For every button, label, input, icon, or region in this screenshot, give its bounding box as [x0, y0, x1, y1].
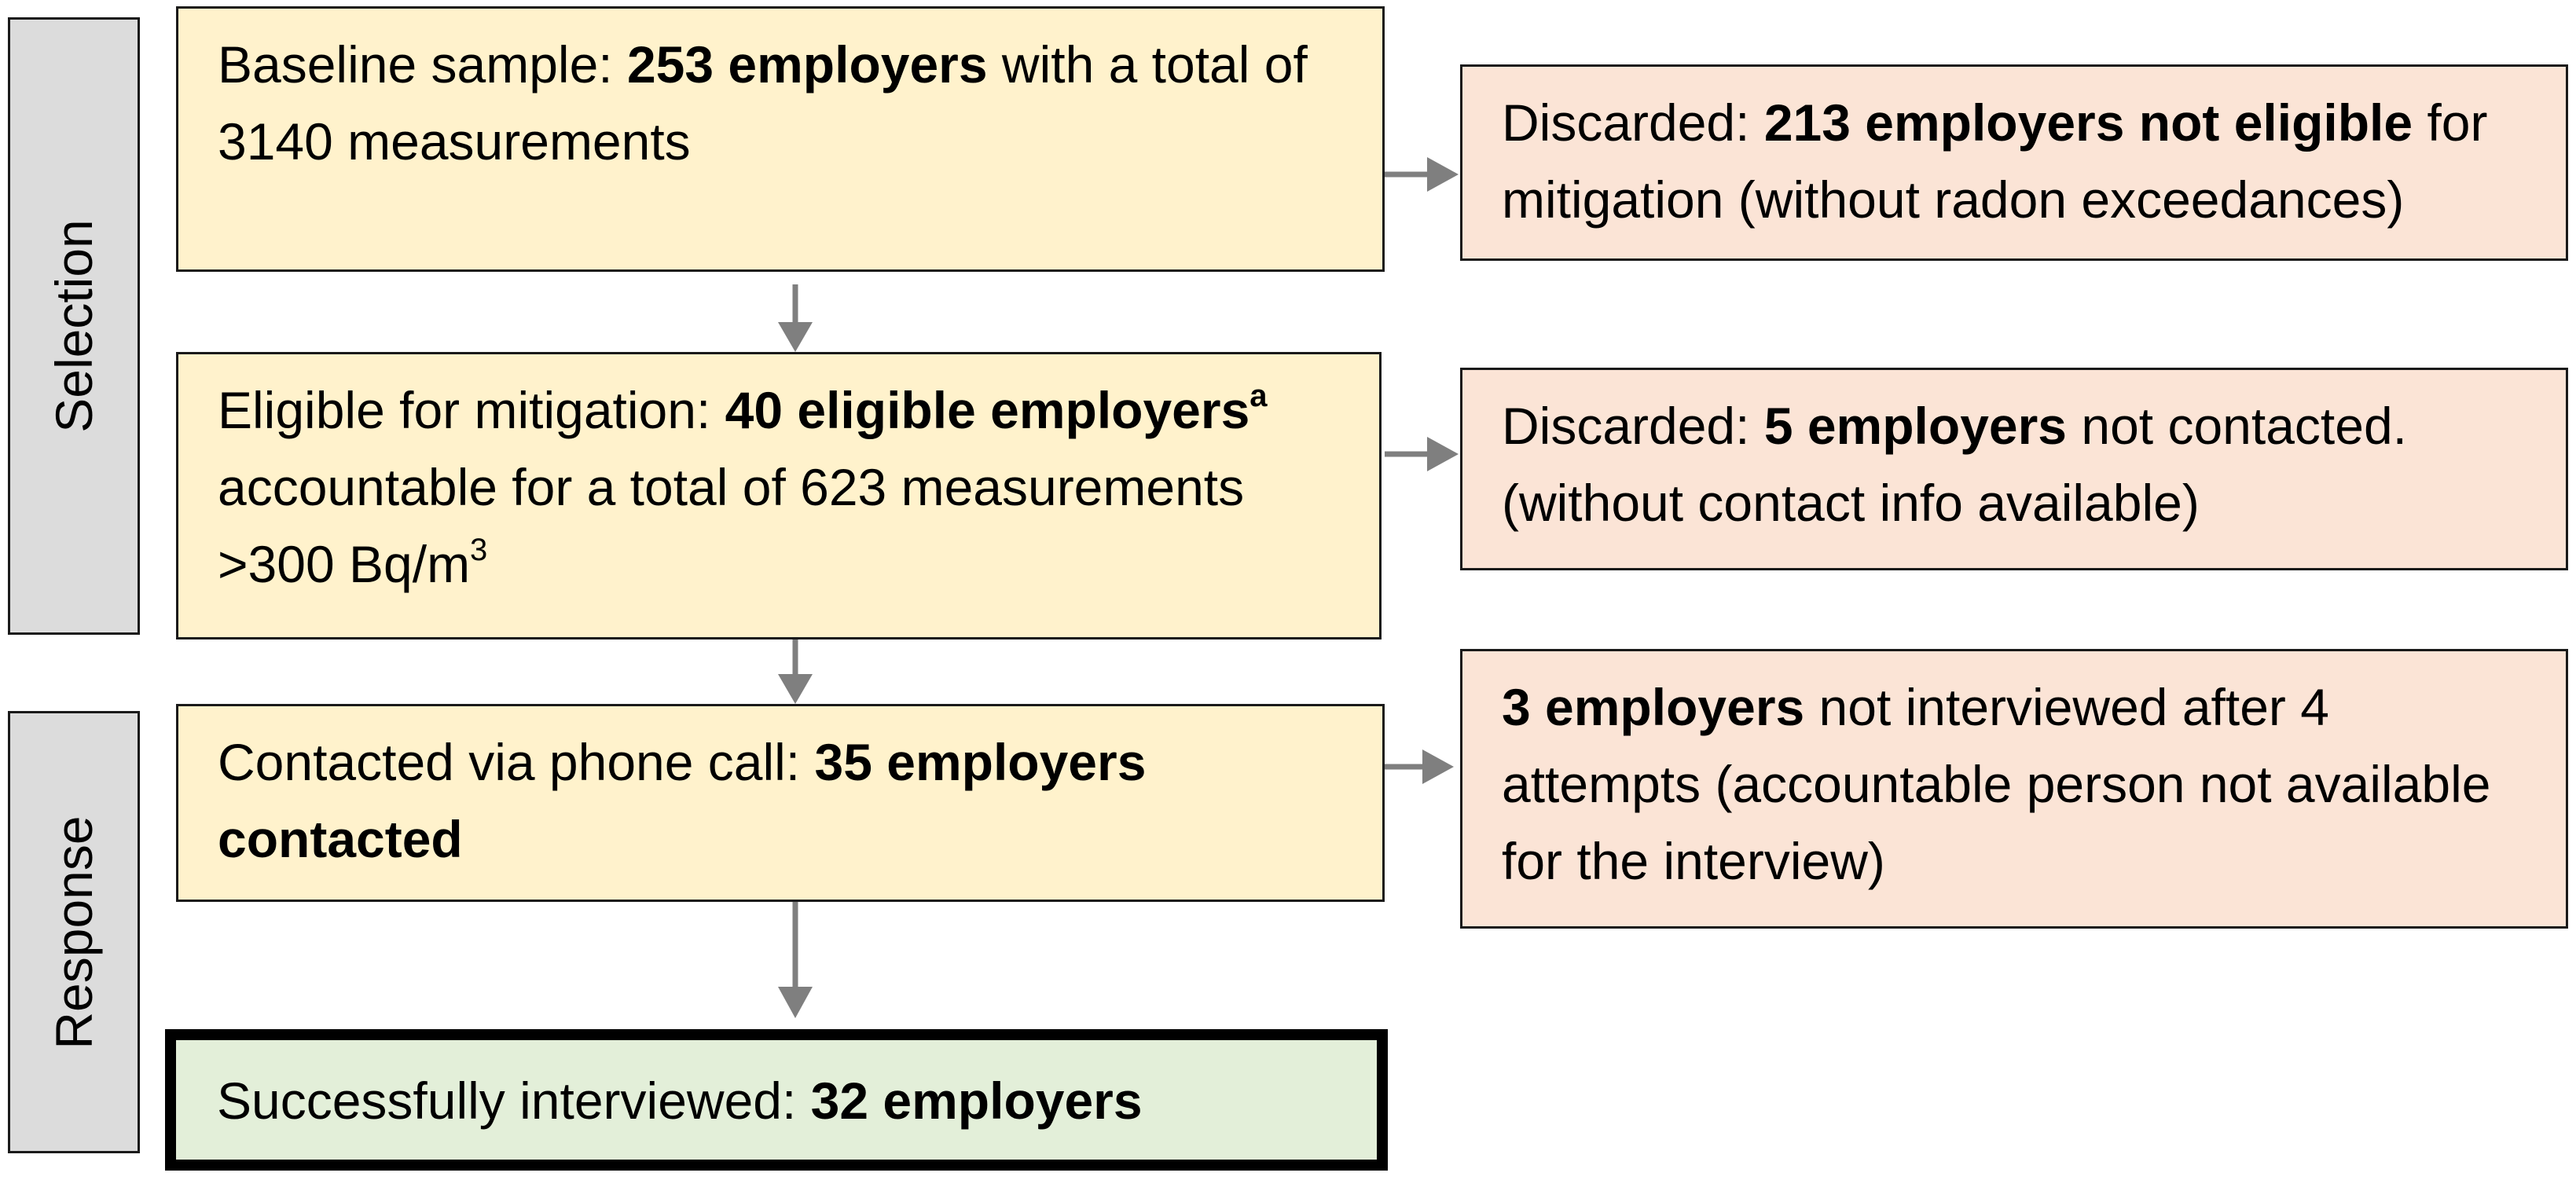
interviewed-box: Successfully interviewed: 32 employers [165, 1029, 1388, 1171]
interviewed-count: 32 employers [810, 1072, 1143, 1130]
not-interviewed-count: 3 employers [1502, 678, 1805, 736]
baseline-sample-box: Baseline sample: 253 employers with a to… [176, 6, 1385, 272]
arrowhead-to-discarded1 [1427, 157, 1459, 192]
no-contact-count: 5 employers [1763, 397, 2068, 455]
footnote-marker: a [1249, 379, 1268, 413]
not-interviewed-box: 3 employers not interviewed after 4 atte… [1460, 649, 2568, 929]
eligible-count: 40 eligible employers [725, 381, 1250, 439]
selection-label-box: Selection [8, 17, 140, 635]
not-eligible-count: 213 employers not eligible [1763, 93, 2413, 152]
contacted-box: Contacted via phone call: 35 employers c… [176, 704, 1385, 902]
arrowhead-eligible-to-contacted [778, 674, 813, 704]
baseline-count: 253 employers [626, 35, 988, 93]
contacted-count: 35 employers contacted [218, 733, 1147, 868]
eligible-box: Eligible for mitigation: 40 eligible emp… [176, 352, 1382, 639]
arrowhead-to-not-interviewed [1422, 749, 1454, 784]
discarded-not-eligible-box: Discarded: 213 employers not eligible fo… [1460, 64, 2568, 261]
arrowhead-baseline-to-eligible [778, 322, 813, 352]
discarded-no-contact-box: Discarded: 5 employers not contacted. (w… [1460, 368, 2568, 570]
unit-superscript: 3 [470, 533, 488, 567]
response-label-box: Response [8, 711, 140, 1153]
arrowhead-to-discarded2 [1427, 437, 1459, 471]
arrowhead-contacted-to-interviewed [778, 987, 813, 1018]
